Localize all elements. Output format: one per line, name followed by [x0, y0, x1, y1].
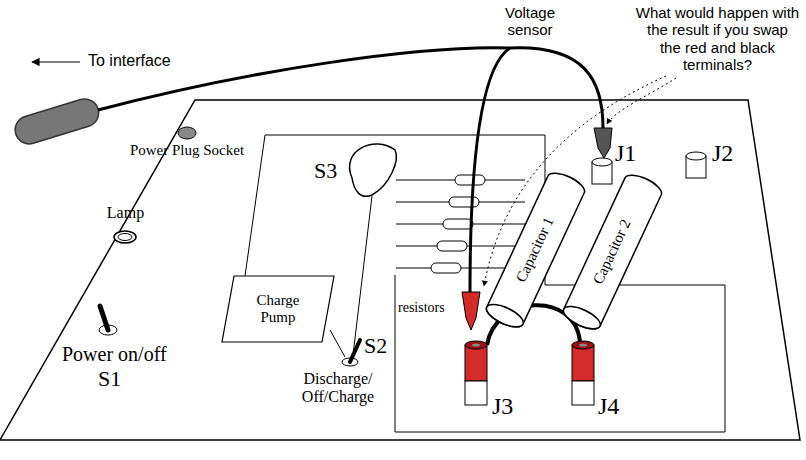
jack-terminal	[572, 345, 594, 381]
jack-terminal	[465, 381, 487, 405]
resistor-symbol	[449, 197, 479, 207]
node-text: Charge Pump	[248, 292, 308, 327]
capacitor-outline	[560, 171, 664, 334]
switch-name: S3	[314, 158, 346, 183]
circuit-wire	[330, 330, 345, 357]
circuit-wire	[353, 196, 372, 355]
process-box: Charge Pump	[222, 276, 334, 342]
terminal-name: J4	[598, 393, 632, 421]
jack-terminal	[465, 341, 487, 349]
resistor-symbol	[437, 241, 467, 251]
box-outline	[222, 276, 334, 342]
part-label: resistors	[398, 300, 468, 316]
resistor-symbol	[396, 175, 525, 273]
switch-label: Discharge/ Off/Charge	[292, 370, 384, 407]
jack-terminal	[572, 341, 594, 349]
resistor-symbol	[455, 175, 485, 185]
lamp-symbol	[118, 234, 132, 241]
jack-terminal	[465, 152, 706, 405]
callout-note: What would happen with the result if you…	[635, 4, 800, 73]
switch-name: S2	[364, 333, 394, 358]
jack-terminal	[579, 343, 587, 346]
part-label: Lamp	[98, 204, 153, 222]
rotary-knob	[350, 144, 397, 196]
capacitor-outline	[560, 302, 603, 333]
jack-terminal	[465, 345, 487, 381]
terminal-name: J1	[615, 140, 649, 168]
lamp-symbol	[114, 231, 136, 243]
terminal-name: J3	[492, 393, 526, 421]
sensor-cable	[510, 48, 603, 128]
sensor-label: Voltage sensor	[490, 4, 570, 39]
resistor-symbol	[431, 263, 461, 273]
toggle-lever	[350, 340, 360, 362]
interface-plug	[12, 95, 102, 147]
resistor-symbol	[443, 219, 473, 229]
direction-arrow	[32, 61, 80, 62]
toggle-lever	[100, 306, 108, 330]
jack-terminal	[592, 158, 612, 166]
part-label: Power Plug Socket	[112, 142, 262, 159]
leader-line	[607, 78, 676, 124]
jack-terminal	[686, 152, 706, 160]
black-probe	[594, 128, 612, 158]
board-outline	[0, 100, 800, 440]
jack-terminal	[572, 381, 594, 405]
direction-label: To interface	[88, 52, 218, 70]
capacitor-outline	[483, 300, 526, 331]
switch-name: S1	[98, 366, 138, 391]
power-socket	[178, 127, 196, 139]
jack-terminal	[472, 343, 480, 346]
sensor-cable	[470, 48, 510, 292]
red-probe	[462, 292, 480, 330]
interface-plug	[12, 95, 102, 147]
terminal-name: J2	[712, 140, 746, 168]
switch-label: Power on/off	[62, 343, 212, 366]
